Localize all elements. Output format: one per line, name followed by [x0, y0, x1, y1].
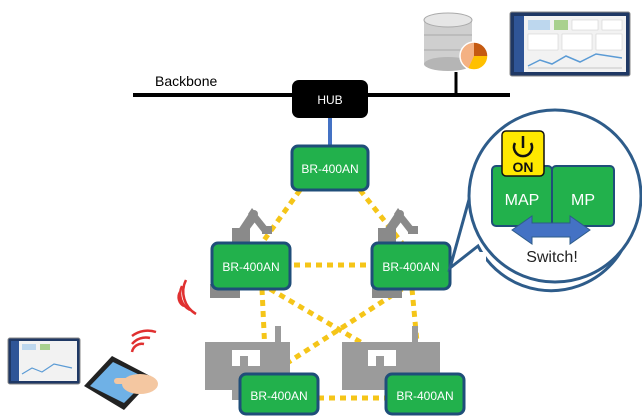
node-left: BR-400AN	[210, 241, 292, 291]
node-label: BR-400AN	[382, 260, 439, 274]
monitor-dashboard-icon	[509, 11, 631, 77]
map-label: MAP	[505, 192, 540, 209]
node-label: BR-400AN	[301, 162, 358, 176]
wireless-signal-icon	[130, 329, 157, 353]
robot-arm-icon	[232, 208, 272, 242]
node-bottom-left: BR-400AN	[238, 372, 320, 416]
robot-arm-icon	[378, 208, 418, 242]
switch-label: Switch!	[526, 249, 578, 266]
power-icon	[512, 136, 534, 158]
node-label: BR-400AN	[396, 389, 453, 403]
wireless-signal-icon	[177, 279, 197, 316]
node-label: BR-400AN	[250, 389, 307, 403]
node-label: BR-400AN	[222, 260, 279, 274]
tablet-touch-icon	[7, 337, 158, 410]
node-bottom-right: BR-400AN	[384, 372, 466, 416]
callout: MAP MP ON Switch!	[447, 108, 642, 293]
node-right: BR-400AN	[370, 241, 452, 291]
switch-arrow	[511, 215, 591, 245]
node-top: BR-400AN	[290, 144, 370, 192]
hub-label: HUB	[317, 93, 342, 107]
power-badge: ON	[501, 130, 545, 177]
mp-label: MP	[571, 192, 595, 209]
database-icon	[423, 12, 473, 71]
backbone-label: Backbone	[155, 73, 217, 89]
hub: HUB	[292, 80, 368, 118]
power-label: ON	[513, 159, 534, 175]
pie-chart-icon	[459, 41, 489, 71]
